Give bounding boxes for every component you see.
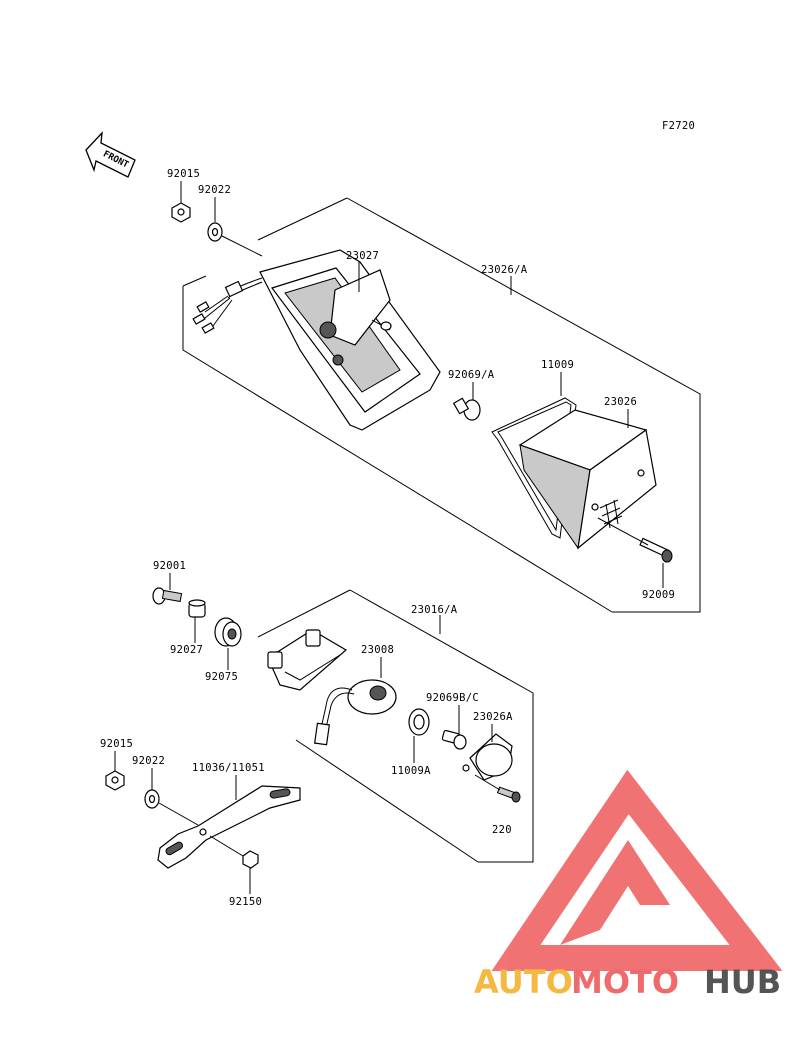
lower-assembly-boundary [257, 589, 534, 863]
watermark-hub: HUB [704, 963, 781, 1001]
label-23008: 23008 [361, 644, 394, 656]
lens-23026A-small [462, 733, 513, 781]
license-light-bracket [267, 629, 348, 691]
label-92027: 92027 [170, 644, 203, 656]
watermark-logo-icon [491, 769, 783, 971]
label-92150: 92150 [229, 896, 262, 908]
figure-code: F2720 [662, 120, 695, 132]
bulb-92069BC [441, 729, 467, 750]
bolt-92150 [209, 835, 259, 869]
label-92001: 92001 [153, 560, 186, 572]
watermark-moto: MOTO [571, 963, 679, 1001]
label-92075: 92075 [205, 671, 238, 683]
label-92009: 92009 [642, 589, 675, 601]
label-92015-top: 92015 [167, 168, 200, 180]
label-23016-A: 23016/A [411, 604, 458, 616]
label-23026-A: 23026/A [481, 264, 528, 276]
screw-92009 [639, 537, 673, 563]
washer-92022-top [207, 222, 223, 242]
watermark-text: AUTO MOTO HUB [474, 963, 781, 1001]
label-23027: 23027 [346, 250, 379, 262]
label-92069-A: 92069/A [448, 369, 495, 381]
bulb-92069-A [452, 397, 481, 421]
label-92022-bottom: 92022 [132, 755, 165, 767]
label-11009: 11009 [541, 359, 574, 371]
lens-23026 [518, 409, 657, 550]
label-92015-bottom: 92015 [100, 738, 133, 750]
bolt-92001 [152, 587, 183, 605]
nut-92015-bottom [105, 770, 125, 791]
label-11009A: 11009A [391, 765, 431, 777]
taillight-housing-23027 [259, 249, 441, 431]
washer-92022-bottom [144, 789, 160, 809]
label-23026: 23026 [604, 396, 637, 408]
front-arrow-icon: FRONT [85, 131, 136, 178]
label-92069BC: 92069B/C [426, 692, 479, 704]
label-11036-11051: 11036/11051 [192, 762, 265, 774]
socket-23008 [313, 679, 397, 746]
label-23026A-small: 23026A [473, 711, 513, 723]
watermark-auto: AUTO [474, 963, 573, 1001]
wiring-harness-upper [192, 277, 263, 334]
upper-assembly-boundary [182, 197, 701, 613]
label-220: 220 [492, 824, 512, 836]
nut-92015-top [171, 202, 191, 223]
collar-92027 [188, 599, 206, 618]
screw-220 [496, 786, 521, 803]
bracket-11036-11051 [157, 785, 301, 869]
grommet-92075 [214, 617, 242, 647]
gasket-11009A [408, 708, 430, 736]
label-92022-top: 92022 [198, 184, 231, 196]
